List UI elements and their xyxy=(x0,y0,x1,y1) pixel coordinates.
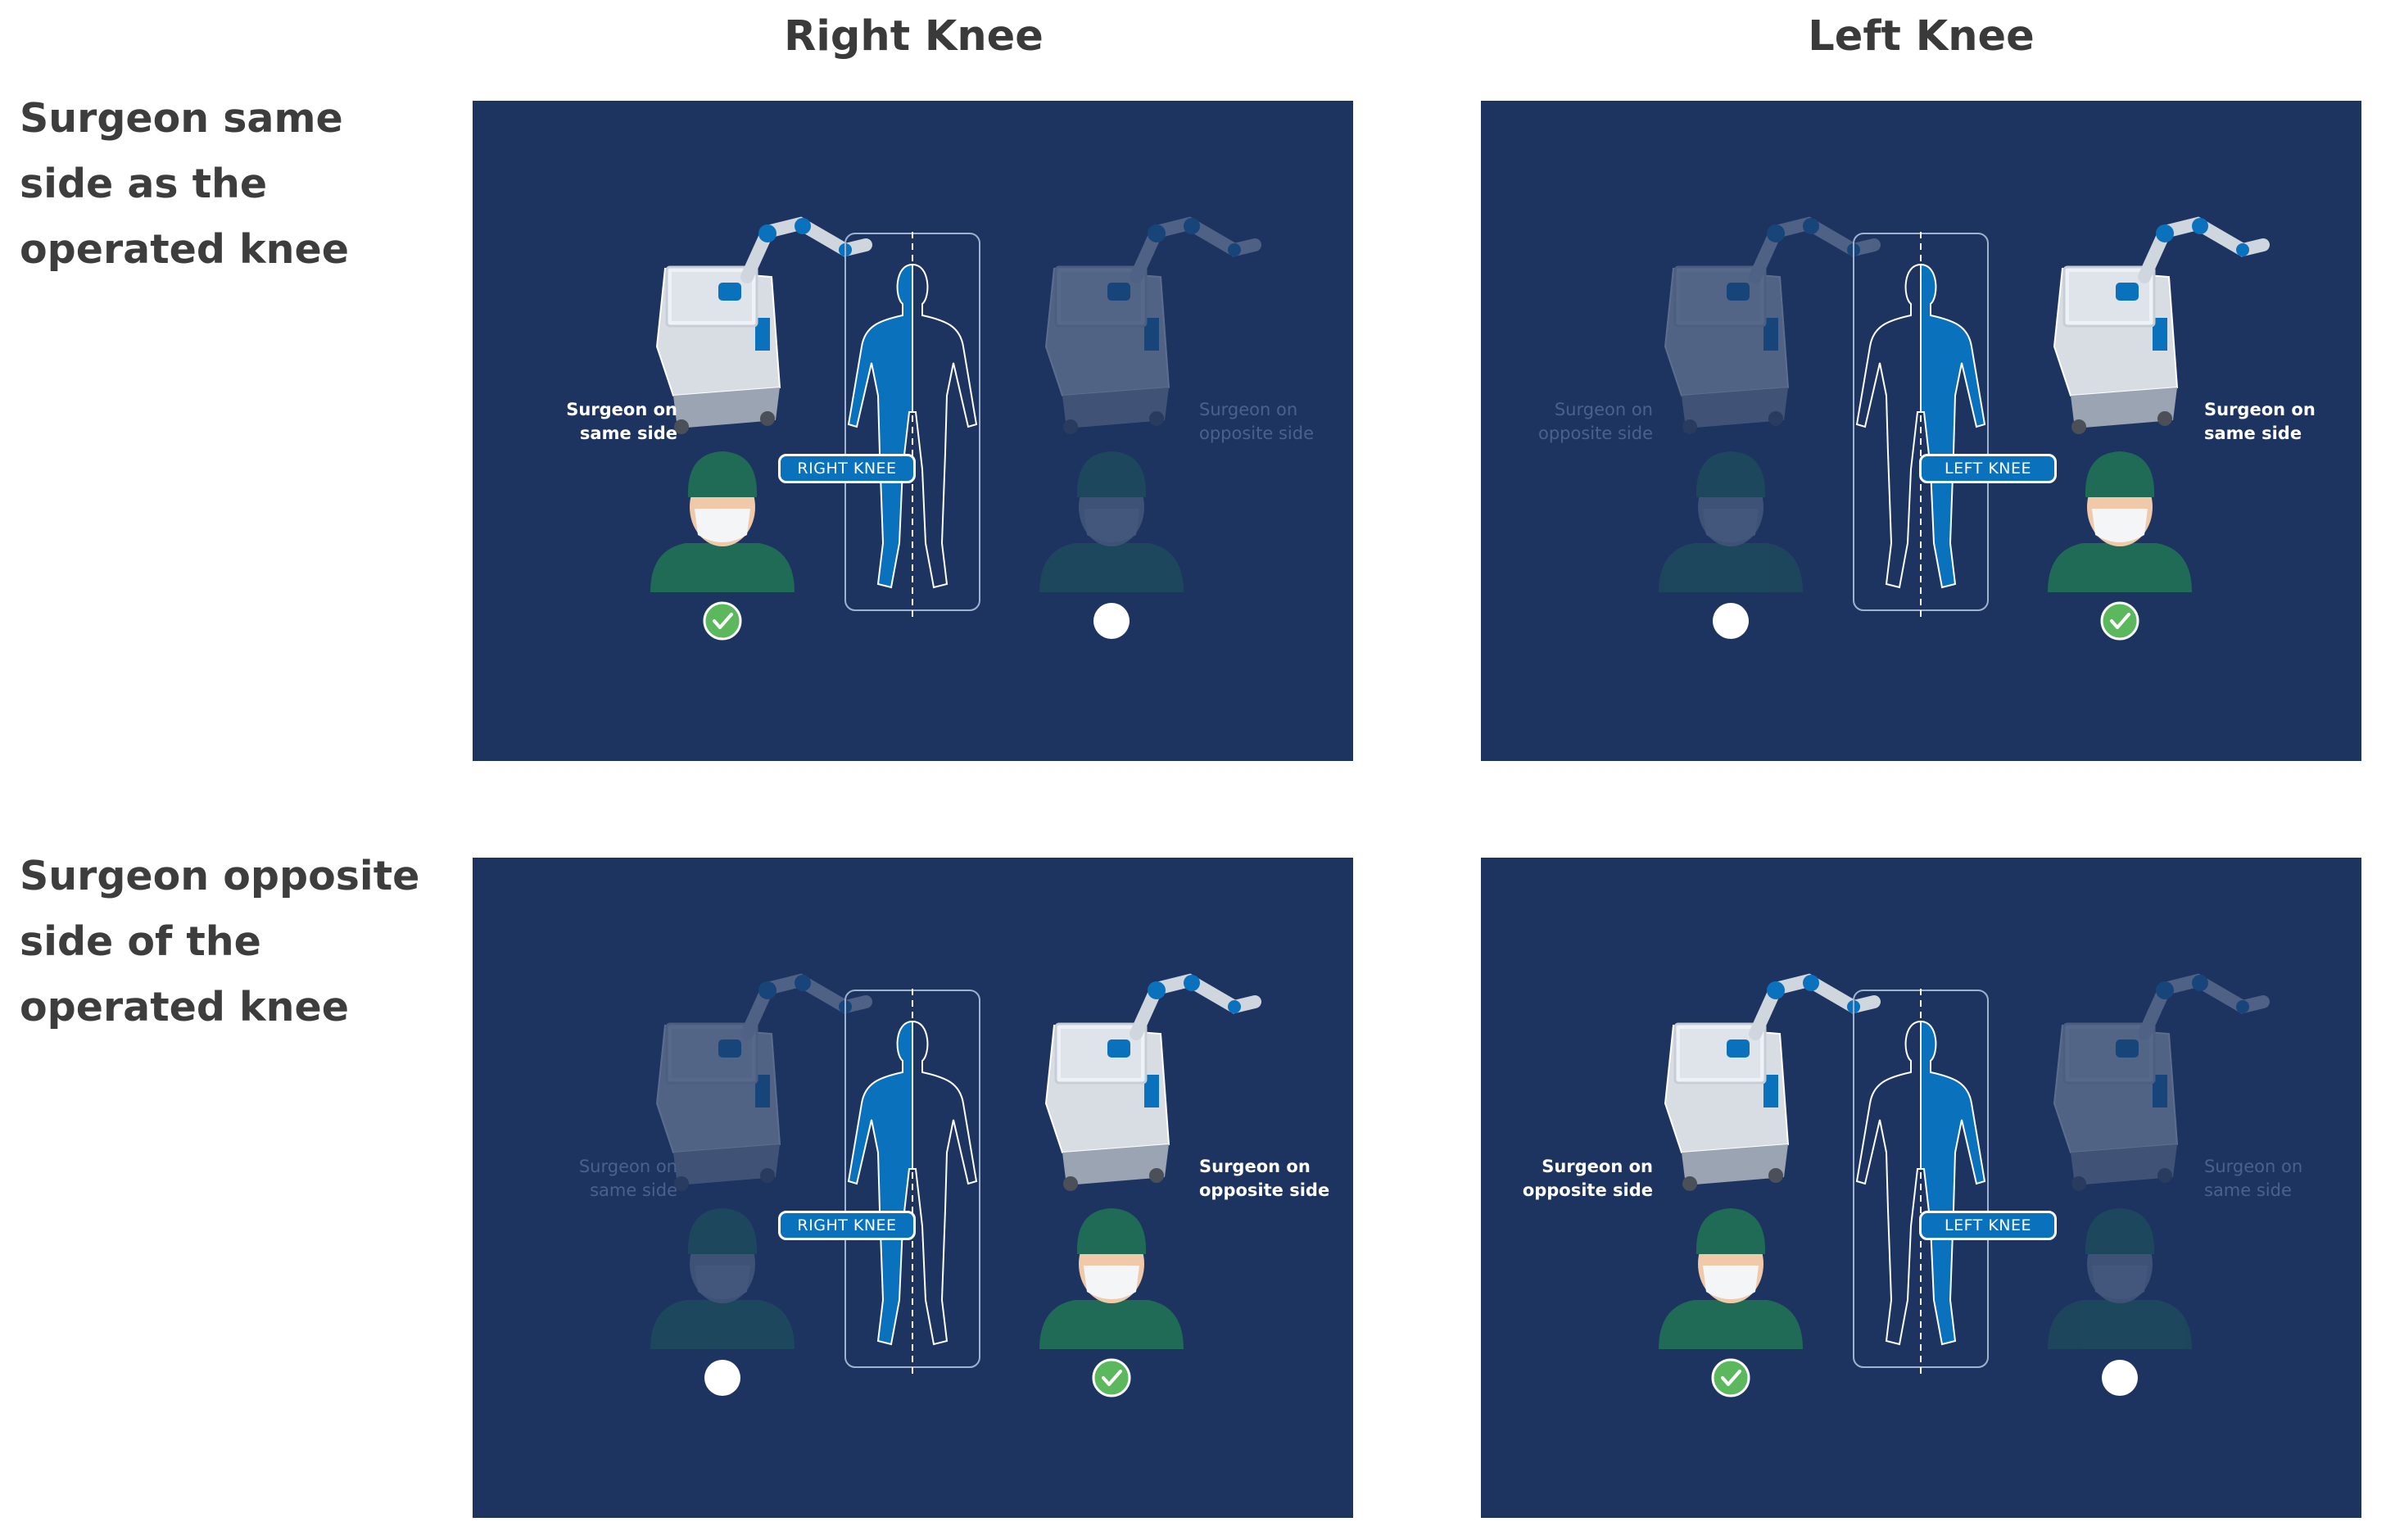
check-icon xyxy=(1711,1358,1750,1397)
left-side-label: Surgeon on opposite side xyxy=(1514,1155,1653,1203)
side-label-line: Surgeon on xyxy=(1542,1157,1653,1176)
patient-body-icon xyxy=(1853,989,1989,1374)
left-side-label: Surgeon on opposite side xyxy=(1514,398,1653,446)
side-label-line: same side xyxy=(579,424,677,443)
side-label-line: Surgeon on xyxy=(1554,400,1653,419)
robot-cart-icon xyxy=(2053,216,2270,434)
unselected-circle-icon xyxy=(2102,1360,2138,1396)
patient-body-icon xyxy=(1853,232,1989,617)
panel-illustration xyxy=(650,973,1261,1397)
left-side-label: Surgeon on same side xyxy=(514,398,677,446)
panel-illustration xyxy=(1659,973,2270,1397)
right-side-label: Surgeon on same side xyxy=(2204,398,2352,446)
side-label-line: opposite side xyxy=(1538,424,1653,443)
side-label-line: Surgeon on xyxy=(566,400,677,419)
knee-badge: LEFT KNEE xyxy=(1919,1211,2057,1240)
row-label-opposite-side: Surgeon opposite side of the operated kn… xyxy=(20,844,454,1040)
robot-cart-icon xyxy=(655,216,872,434)
unselected-circle-icon xyxy=(704,1360,740,1396)
row-label-line: operated knee xyxy=(20,984,349,1030)
robot-cart-faded-icon xyxy=(1044,216,1261,434)
side-label-line: Surgeon on xyxy=(1199,400,1298,419)
panel-right-knee-same-side: Surgeon on same side Surgeon on opposite… xyxy=(473,101,1353,761)
robot-cart-icon xyxy=(1044,973,1261,1191)
surgeon-icon xyxy=(1039,1208,1184,1349)
surgeon-icon xyxy=(650,451,795,592)
surgeon-icon xyxy=(1659,1208,1803,1349)
side-label-line: opposite side xyxy=(1199,424,1314,443)
side-label-line: same side xyxy=(2204,424,2302,443)
row-label-line: Surgeon opposite xyxy=(20,853,420,899)
robot-cart-icon xyxy=(1664,973,1881,1191)
surgeon-faded-icon xyxy=(1039,451,1184,592)
side-label-line: Surgeon on xyxy=(1199,1157,1311,1176)
knee-badge: RIGHT KNEE xyxy=(778,1211,916,1240)
right-side-label: Surgeon on opposite side xyxy=(1199,398,1347,446)
row-label-line: side as the xyxy=(20,161,268,207)
right-side-label: Surgeon on same side xyxy=(2204,1155,2352,1203)
surgeon-faded-icon xyxy=(650,1208,795,1349)
right-side-label: Surgeon on opposite side xyxy=(1199,1155,1347,1203)
column-header-left-knee: Left Knee xyxy=(1808,12,2035,61)
patient-body-icon xyxy=(844,989,980,1374)
panel-illustration xyxy=(650,216,1261,641)
column-header-right-knee: Right Knee xyxy=(784,12,1044,61)
left-side-label: Surgeon on same side xyxy=(514,1155,677,1203)
robot-cart-faded-icon xyxy=(655,973,872,1191)
check-icon xyxy=(703,601,742,641)
row-label-same-side: Surgeon same side as the operated knee xyxy=(20,86,454,283)
patient-body-icon xyxy=(844,232,980,617)
check-icon xyxy=(2100,601,2139,641)
knee-badge: RIGHT KNEE xyxy=(778,454,916,483)
surgeon-faded-icon xyxy=(2048,1208,2192,1349)
panel-right-knee-opposite-side: Surgeon on same side Surgeon on opposite… xyxy=(473,858,1353,1518)
side-label-line: opposite side xyxy=(1522,1180,1653,1200)
panel-left-knee-opposite-side: Surgeon on opposite side Surgeon on same… xyxy=(1481,858,2361,1518)
side-label-line: Surgeon on xyxy=(578,1157,677,1176)
unselected-circle-icon xyxy=(1713,603,1749,639)
robot-cart-faded-icon xyxy=(1664,216,1881,434)
side-label-line: Surgeon on xyxy=(2204,1157,2303,1176)
unselected-circle-icon xyxy=(1093,603,1130,639)
row-label-line: side of the xyxy=(20,918,261,965)
knee-badge: LEFT KNEE xyxy=(1919,454,2057,483)
surgeon-icon xyxy=(2048,451,2192,592)
side-label-line: same side xyxy=(2204,1180,2292,1200)
surgeon-faded-icon xyxy=(1659,451,1803,592)
row-label-line: operated knee xyxy=(20,226,349,273)
panel-left-knee-same-side: Surgeon on opposite side Surgeon on same… xyxy=(1481,101,2361,761)
side-label-line: same side xyxy=(590,1180,677,1200)
row-label-line: Surgeon same xyxy=(20,95,343,142)
check-icon xyxy=(1092,1358,1131,1397)
robot-cart-faded-icon xyxy=(2053,973,2270,1191)
side-label-line: opposite side xyxy=(1199,1180,1330,1200)
side-label-line: Surgeon on xyxy=(2204,400,2316,419)
panel-illustration xyxy=(1659,216,2270,641)
